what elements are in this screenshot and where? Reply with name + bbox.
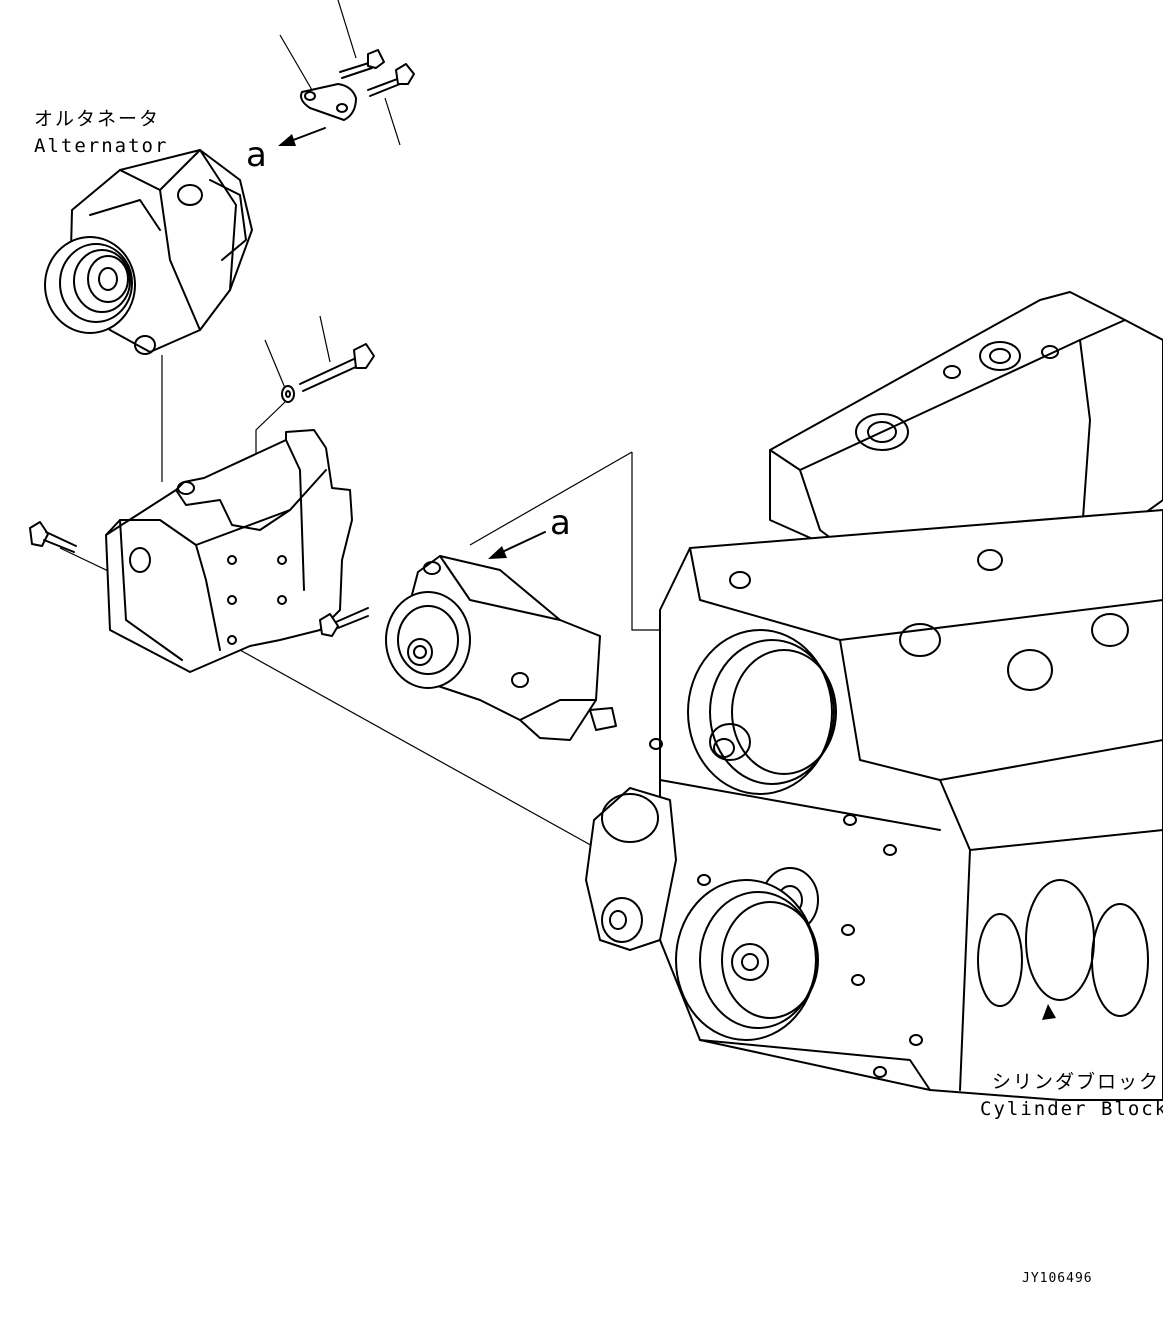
ref-arrow-mid xyxy=(488,531,546,559)
alternator-label-en: Alternator xyxy=(34,135,169,157)
long-bolt xyxy=(299,343,375,392)
cylinder-block-label-jp: シリンダブロック xyxy=(992,1071,1161,1093)
alternator-stay-plate xyxy=(300,83,357,121)
ref-label-a-mid: a xyxy=(550,503,571,543)
cylinder-block-engine xyxy=(585,291,1163,1101)
cylinder-block-arrow xyxy=(1042,1004,1056,1020)
bolt-pump xyxy=(319,607,369,637)
bolt-upper-2 xyxy=(367,63,415,97)
side-bolt-left xyxy=(29,521,77,553)
ref-label-a-top: a xyxy=(246,135,267,175)
bolt-upper-1 xyxy=(339,49,385,79)
ref-arrow-top xyxy=(278,127,326,146)
alternator xyxy=(44,149,253,355)
water-pump xyxy=(385,555,617,741)
alternator-label-jp: オルタネータ xyxy=(34,108,161,130)
cylinder-block-label-en: Cylinder Block xyxy=(980,1098,1163,1120)
alternator-bracket xyxy=(105,429,353,673)
figure-id: JY106496 xyxy=(1022,1271,1093,1286)
washer xyxy=(281,385,295,403)
